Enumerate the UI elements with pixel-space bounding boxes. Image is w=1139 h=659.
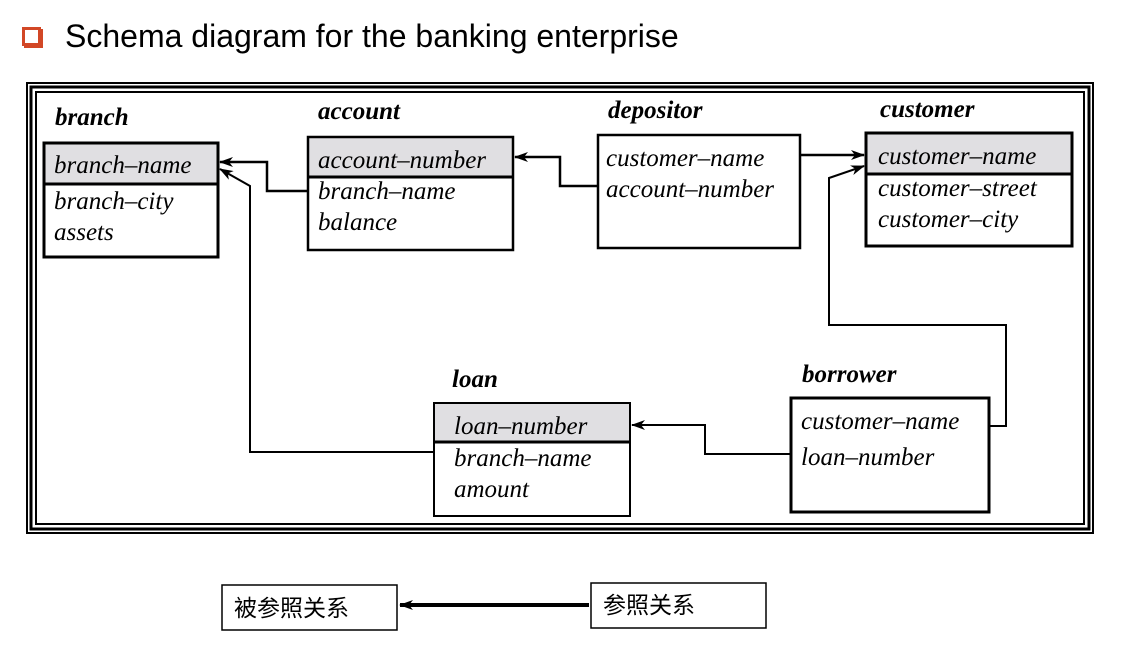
- legend-referenced-box: [221, 584, 398, 631]
- attribute-customer-city: customer–city: [878, 206, 1019, 233]
- slide-title-row: Schema diagram for the banking enterpris…: [22, 14, 679, 58]
- legend-referencing-box: [590, 582, 767, 629]
- legend-referenced-relation: 被参照关系: [234, 596, 349, 622]
- attribute-amount: amount: [454, 476, 530, 503]
- diagram-frame: [26, 82, 1094, 534]
- slide-title: Schema diagram for the banking enterpris…: [65, 17, 679, 54]
- primary-key-band: [308, 137, 513, 177]
- attribute-branch-name: branch–name: [54, 152, 191, 179]
- relation-name-customer: customer: [880, 96, 975, 123]
- fk-account-branch-arrow: [219, 157, 308, 193]
- relation-borrower: borrower customer–name loan–number: [789, 361, 991, 514]
- attribute-branch-name: branch–name: [318, 178, 455, 205]
- legend-referencing-relation: 参照关系: [603, 593, 695, 619]
- attribute-account-number: account–number: [606, 176, 774, 203]
- attribute-loan-number: loan–number: [454, 413, 588, 440]
- legend: 被参照关系 参照关系: [221, 582, 767, 631]
- primary-key-band: [866, 133, 1072, 174]
- attribute-customer-name: customer–name: [606, 145, 764, 172]
- primary-key-band: [44, 143, 218, 184]
- attribute-customer-name: customer–name: [878, 143, 1036, 170]
- fk-loan-branch-arrow: [219, 168, 434, 453]
- attribute-customer-name: customer–name: [801, 408, 959, 435]
- relation-depositor: depositor customer–name account–number: [596, 97, 802, 250]
- attribute-balance: balance: [318, 209, 397, 236]
- fk-borrower-loan-arrow: [631, 420, 791, 455]
- attribute-assets: assets: [54, 219, 114, 246]
- relation-loan: loan loan–number branch–name amount: [433, 366, 631, 517]
- fk-borrower-customer-arrow: [828, 165, 1007, 427]
- fk-depositor-account-arrow: [514, 152, 598, 188]
- relation-name-depositor: depositor: [608, 97, 703, 124]
- relation-name-branch: branch: [55, 104, 129, 131]
- primary-key-band: [434, 403, 630, 442]
- square-bullet-icon: [22, 26, 41, 46]
- attribute-branch-name: branch–name: [454, 445, 591, 472]
- relation-branch: branch branch–name branch–city assets: [42, 104, 220, 259]
- attribute-account-number: account–number: [318, 147, 486, 174]
- attribute-branch-city: branch–city: [54, 188, 174, 215]
- relation-name-loan: loan: [452, 366, 498, 393]
- relation-customer: customer customer–name customer–street c…: [864, 96, 1074, 248]
- relation-name-borrower: borrower: [802, 361, 897, 388]
- attribute-customer-street: customer–street: [878, 175, 1038, 202]
- reference-arrows: [219, 150, 1007, 455]
- relation-account: account account–number branch–name balan…: [306, 98, 515, 252]
- attribute-loan-number: loan–number: [801, 444, 935, 471]
- relation-name-account: account: [318, 98, 401, 125]
